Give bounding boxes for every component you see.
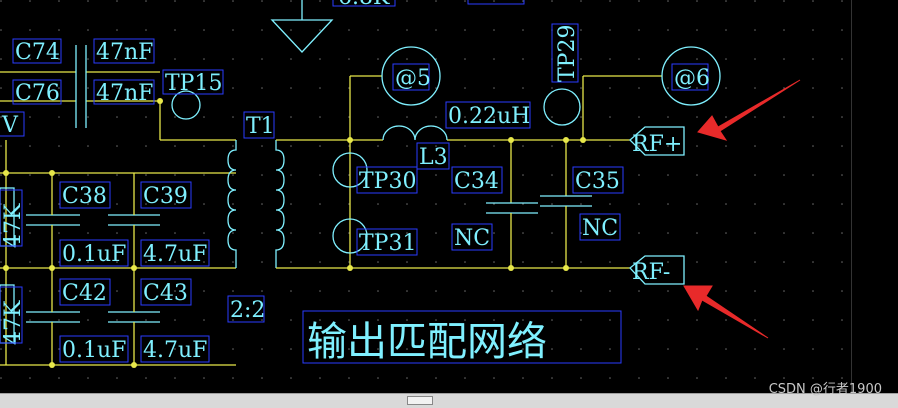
net6-circle	[661, 46, 721, 106]
tp31-testpoint	[332, 218, 368, 254]
rf-minus-label: RF-	[632, 260, 670, 285]
transformer-t1	[227, 140, 285, 268]
c43-val-box	[140, 335, 210, 363]
c38-value: 0.1uF	[62, 242, 126, 267]
net5-label: @5	[395, 66, 431, 91]
c38-box	[59, 181, 111, 209]
watermark: CSDN @行者1900	[768, 382, 882, 397]
rf-plus-label: RF+	[632, 132, 682, 157]
l3-value: 0.22uH	[448, 104, 530, 129]
c74-box	[12, 38, 62, 64]
c35-box	[572, 166, 624, 194]
ratio-label: 2:2	[230, 298, 265, 323]
tp15-box	[162, 69, 224, 95]
tp30-testpoint	[332, 152, 368, 188]
c43-box	[140, 278, 192, 306]
title-box	[302, 310, 622, 364]
c39-value: 4.7uF	[143, 242, 207, 267]
grid-background	[0, 0, 851, 393]
ratio-box	[227, 295, 265, 323]
l3-val-box	[445, 101, 531, 129]
scrollbar-thumb[interactable]	[407, 396, 433, 405]
c76-value: 47nF	[96, 81, 153, 106]
r-bottom-box	[0, 286, 23, 344]
r-top-box	[0, 189, 23, 247]
tp31-box	[356, 228, 418, 256]
tp31-label: TP31	[359, 231, 416, 256]
c76-box	[12, 79, 62, 105]
t1-box	[243, 111, 275, 139]
c39-val-box	[140, 239, 210, 267]
tp29-testpoint	[543, 88, 581, 126]
c42-box	[59, 278, 111, 306]
arrow-rf-plus	[697, 79, 801, 141]
c39-label: C39	[143, 184, 188, 209]
c38-val-box	[59, 239, 129, 267]
top-right-box	[467, 0, 525, 5]
v-label: V	[1, 113, 19, 138]
c76-label: C76	[15, 81, 60, 106]
tp29-label: TP29	[555, 25, 580, 82]
l3-box	[416, 142, 450, 170]
l3-label: L3	[419, 145, 448, 170]
ground-symbol	[270, 0, 334, 53]
c35-label: C35	[575, 169, 620, 194]
c74-val-box	[93, 38, 155, 64]
tp15-label: TP15	[165, 71, 222, 96]
schematic-canvas[interactable]: 6.8K C74 47nF C76 47nF TP15 V	[0, 0, 851, 393]
net5-circle	[381, 46, 441, 106]
horizontal-scrollbar[interactable]	[0, 393, 898, 408]
c34-label: C34	[454, 169, 499, 194]
tp30-box	[356, 166, 418, 194]
c35-value: NC	[582, 216, 618, 241]
right-side-panel	[851, 0, 898, 393]
top-value-box	[332, 0, 396, 7]
c38-label: C38	[62, 184, 107, 209]
tp30-label: TP30	[359, 169, 416, 194]
c74-c76-capacitors	[0, 45, 236, 141]
decoupling-network	[0, 140, 236, 368]
top-value-label: 6.8K	[338, 0, 390, 10]
c76-val-box	[93, 79, 155, 105]
rf-plus-port	[629, 126, 685, 156]
net6-box	[671, 63, 709, 91]
output-network-wires	[276, 75, 662, 271]
c34-box	[451, 166, 503, 194]
c43-label: C43	[143, 281, 188, 306]
tp15-testpoint	[171, 90, 201, 120]
tp29-box	[551, 23, 579, 83]
c39-box	[140, 181, 192, 209]
c34-value: NC	[454, 226, 490, 251]
arrow-rf-minus	[683, 285, 769, 339]
c74-value: 47nF	[96, 40, 153, 65]
rf-minus-port	[629, 255, 685, 285]
schematic-title: 输出匹配网络	[307, 319, 547, 365]
c42-val-box	[59, 335, 129, 363]
c35-val-box	[579, 213, 621, 241]
c42-label: C42	[62, 281, 107, 306]
c74-label: C74	[15, 40, 60, 65]
l3-inductor	[382, 125, 448, 141]
net6-label: @6	[674, 66, 710, 91]
c34-val-box	[451, 223, 493, 251]
t1-label: T1	[246, 114, 275, 139]
v-box	[0, 111, 25, 137]
c42-value: 0.1uF	[62, 338, 126, 363]
net5-box	[392, 63, 430, 91]
c43-value: 4.7uF	[143, 338, 207, 363]
